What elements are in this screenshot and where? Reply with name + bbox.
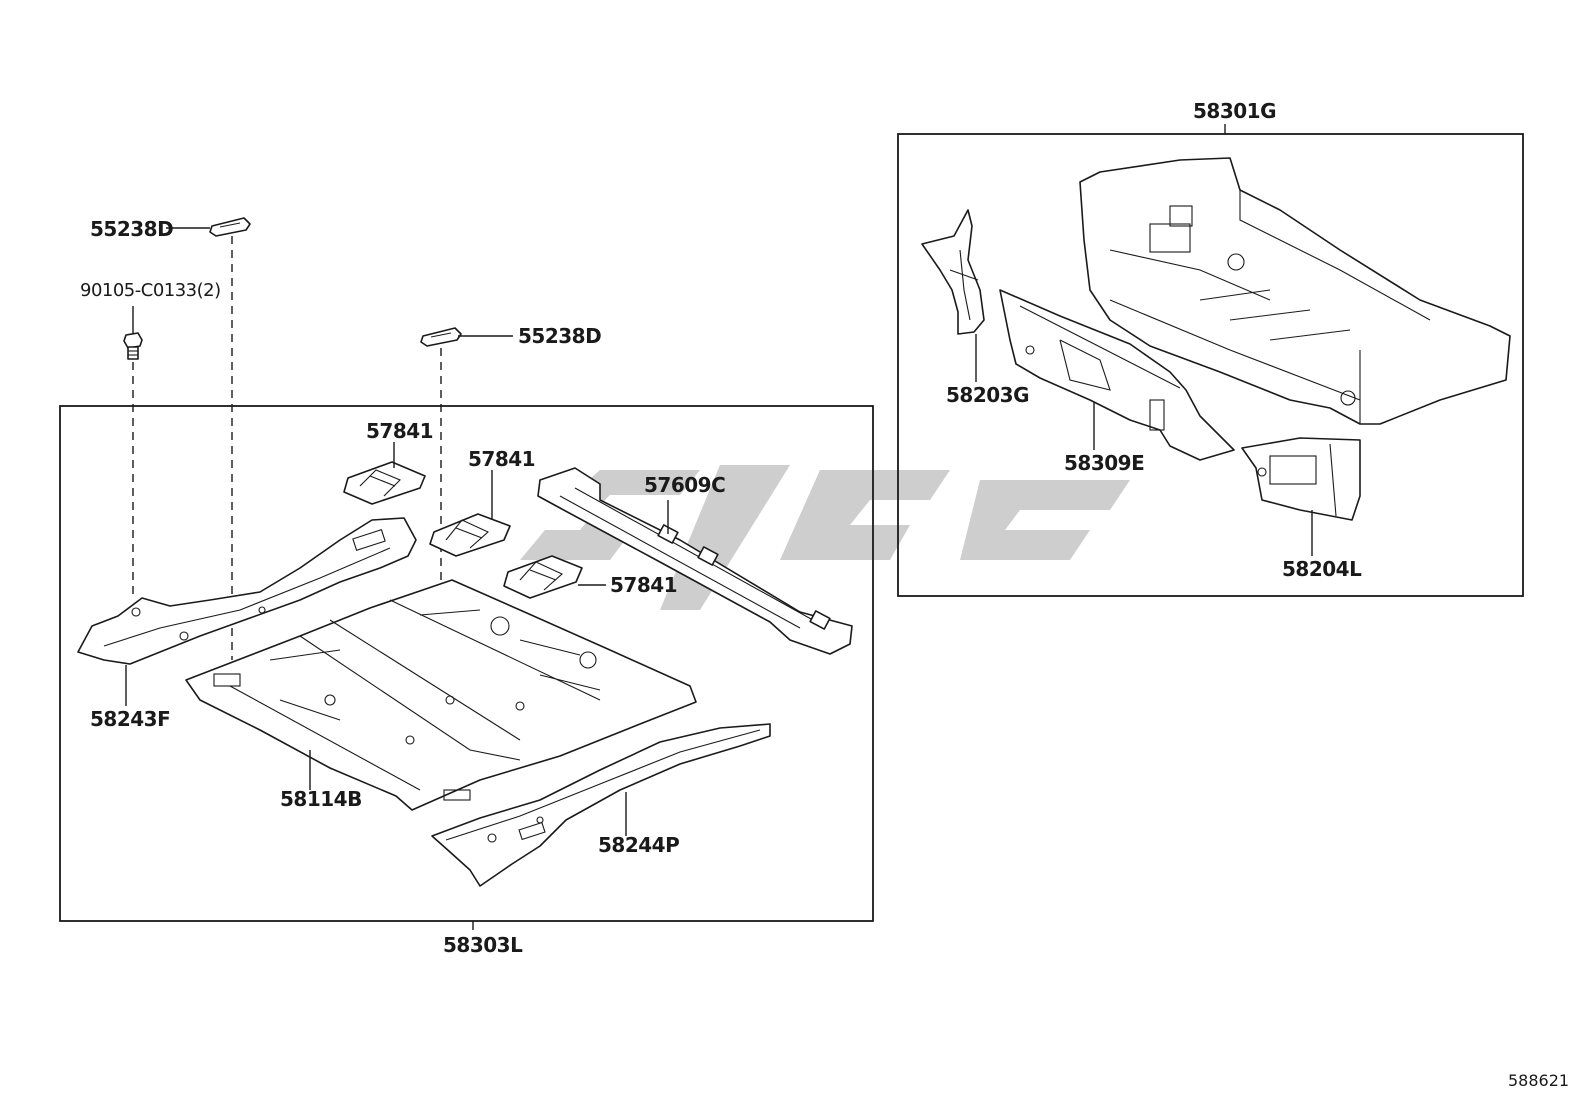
part-57841-bracket-c[interactable] [503, 555, 583, 599]
part-rear-floor-pan[interactable] [1079, 157, 1511, 425]
label-57609c[interactable]: 57609C [644, 473, 726, 497]
label-58303l[interactable]: 58303L [443, 933, 524, 957]
label-58114b[interactable]: 58114B [280, 787, 362, 811]
label-55238d-top[interactable]: 55238D [90, 217, 174, 241]
label-57841-a[interactable]: 57841 [366, 419, 434, 443]
label-58309e[interactable]: 58309E [1064, 451, 1145, 475]
part-58203g-side-panel[interactable] [921, 209, 985, 335]
label-55238d-mid[interactable]: 55238D [518, 324, 602, 348]
part-55238d-top-clip[interactable] [209, 217, 251, 237]
part-58204l-bracket[interactable] [1241, 437, 1361, 521]
reference-number: 588621 [1508, 1071, 1569, 1090]
part-57841-bracket-b[interactable] [429, 513, 511, 557]
part-90105-bolt[interactable] [123, 332, 143, 360]
part-58243f-left-rail[interactable] [77, 517, 417, 665]
assembly-frame-58303l [59, 405, 874, 922]
assembly-frame-58301g [897, 133, 1524, 597]
part-58309e-crossmember[interactable] [999, 289, 1235, 461]
label-57841-b[interactable]: 57841 [468, 447, 536, 471]
part-55238d-mid-clip[interactable] [420, 327, 462, 347]
label-58203g[interactable]: 58203G [946, 383, 1030, 407]
label-90105-c0133[interactable]: 90105-C0133(2) [80, 280, 221, 301]
part-57841-bracket-a[interactable] [343, 461, 426, 505]
label-57841-c[interactable]: 57841 [610, 573, 678, 597]
label-58301g[interactable]: 58301G [1193, 99, 1277, 123]
part-58114b-floor-pan[interactable] [185, 579, 697, 811]
label-58243f[interactable]: 58243F [90, 707, 171, 731]
label-58204l[interactable]: 58204L [1282, 557, 1363, 581]
watermark-logo [520, 465, 1130, 610]
part-58244p-right-rail[interactable] [431, 723, 771, 887]
label-58244p[interactable]: 58244P [598, 833, 680, 857]
